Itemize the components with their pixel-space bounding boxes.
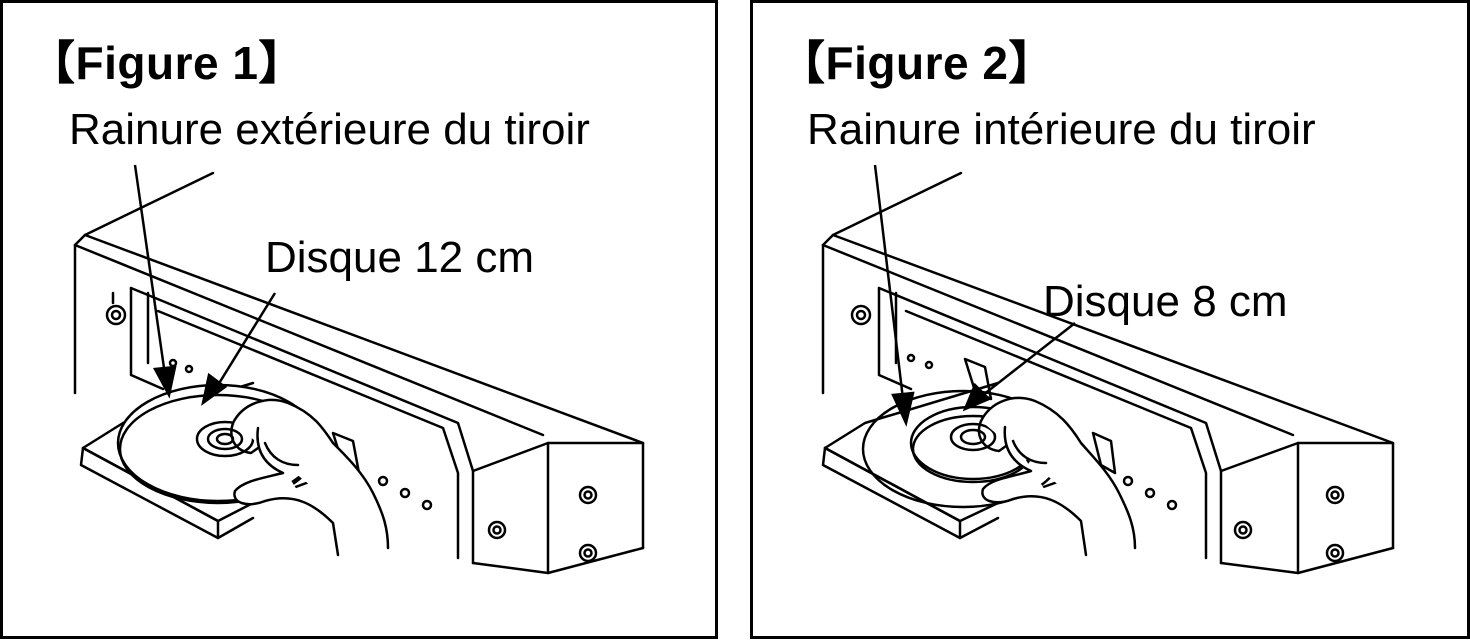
figure-title: 【Figure 1】 [29,37,305,89]
groove-label: Rainure extérieure du tiroir [69,105,590,154]
figure-title: 【Figure 2】 [779,37,1055,89]
cd-player-illustration [73,164,645,575]
figure-1-panel: 【Figure 1】 Rainure extérieure du tiroir … [0,0,718,639]
cd-player-illustration [821,164,1395,575]
disc-label: Disque 12 cm [265,233,535,282]
disc-label: Disque 8 cm [1043,277,1288,326]
groove-label: Rainure intérieure du tiroir [807,105,1316,154]
figure-2-panel: 【Figure 2】 Rainure intérieure du tiroir … [750,0,1470,639]
